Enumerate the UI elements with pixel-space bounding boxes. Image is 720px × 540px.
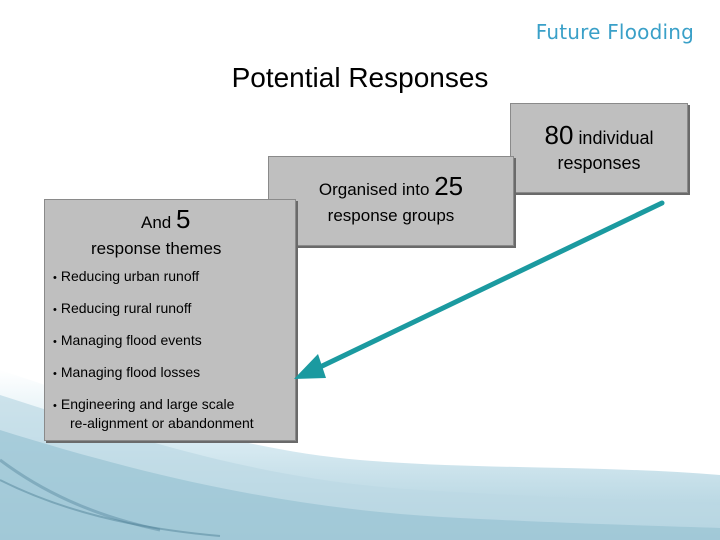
themes-line-2: response themes (91, 239, 222, 258)
list-item: •Reducing urban runoff (53, 267, 295, 288)
individual-responses-box: 80 individual responses (510, 103, 688, 193)
themes-prefix: And (141, 213, 172, 232)
bullet-icon: • (53, 304, 57, 316)
bullet-icon: • (53, 400, 57, 412)
individual-label: individual (578, 128, 654, 148)
bullet-icon: • (53, 336, 57, 348)
list-item-text: Managing flood events (60, 332, 202, 348)
list-item: •Engineering and large scale re-alignment… (53, 395, 295, 433)
list-item-text: Reducing rural runoff (60, 300, 192, 316)
themes-line-1: And 5 (45, 204, 295, 235)
water-background-image (0, 370, 720, 540)
groups-line-2: response groups (327, 206, 455, 225)
individual-line-2: responses (557, 153, 641, 173)
themes-count: 5 (175, 204, 191, 234)
list-item-text: Reducing urban runoff (60, 268, 200, 284)
individual-count: 80 (544, 120, 574, 150)
groups-count: 25 (434, 171, 464, 201)
list-item: •Managing flood losses (53, 363, 295, 384)
slide-title: Potential Responses (231, 62, 489, 93)
list-item-text: Managing flood losses (60, 364, 201, 380)
list-item-text-continuation: re-alignment or abandonment (70, 415, 254, 431)
brand-logo-text: Future Flooding (535, 20, 694, 44)
response-themes-box: And 5 response themes •Reducing urban ru… (44, 199, 296, 441)
groups-prefix: Organised into (318, 180, 430, 199)
bullet-icon: • (53, 272, 57, 284)
response-groups-box: Organised into 25 response groups (268, 156, 514, 246)
bullet-icon: • (53, 368, 57, 380)
list-item: •Reducing rural runoff (53, 299, 295, 320)
groups-line-1: Organised into 25 (269, 171, 513, 202)
list-item-text: Engineering and large scale (60, 396, 235, 412)
themes-list: •Reducing urban runoff •Reducing rural r… (45, 267, 295, 433)
list-item: •Managing flood events (53, 331, 295, 352)
individual-line-1: 80 individual (511, 120, 687, 151)
